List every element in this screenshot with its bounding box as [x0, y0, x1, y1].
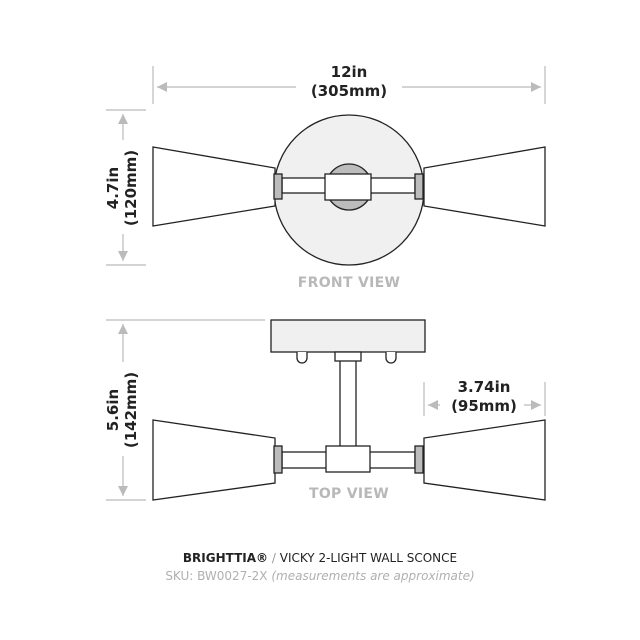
sku: SKU: BW0027-2X	[165, 569, 268, 583]
top-depth-imperial: 5.6in	[104, 389, 122, 431]
product-name: VICKY 2-LIGHT WALL SCONCE	[279, 551, 458, 565]
top-view-label: TOP VIEW	[309, 486, 389, 502]
top-view-drawing	[152, 319, 546, 501]
shade-length-metric: (95mm)	[451, 397, 517, 415]
front-height-imperial: 4.7in	[104, 167, 122, 209]
front-view-drawing	[152, 114, 546, 266]
top-depth-metric: (142mm)	[122, 372, 140, 448]
width-dimension	[152, 60, 546, 104]
width-imperial: 12in	[331, 63, 368, 81]
front-view-label: FRONT VIEW	[298, 275, 400, 291]
measurement-note: (measurements are approximate)	[271, 569, 475, 583]
front-height-metric: (120mm)	[122, 150, 140, 226]
front-height-dimension	[103, 109, 146, 266]
width-metric: (305mm)	[311, 82, 387, 100]
shade-length-dimension	[423, 382, 546, 416]
shade-length-imperial: 3.74in	[458, 378, 511, 396]
top-depth-dimension	[103, 319, 265, 501]
brand-name: BRIGHTTIA®	[182, 551, 269, 565]
title-separator: /	[268, 551, 280, 565]
product-title: BRIGHTTIA® / VICKY 2-LIGHT WALL SCONCE	[0, 551, 640, 565]
sku-line: SKU: BW0027-2X (measurements are approxi…	[0, 569, 640, 583]
